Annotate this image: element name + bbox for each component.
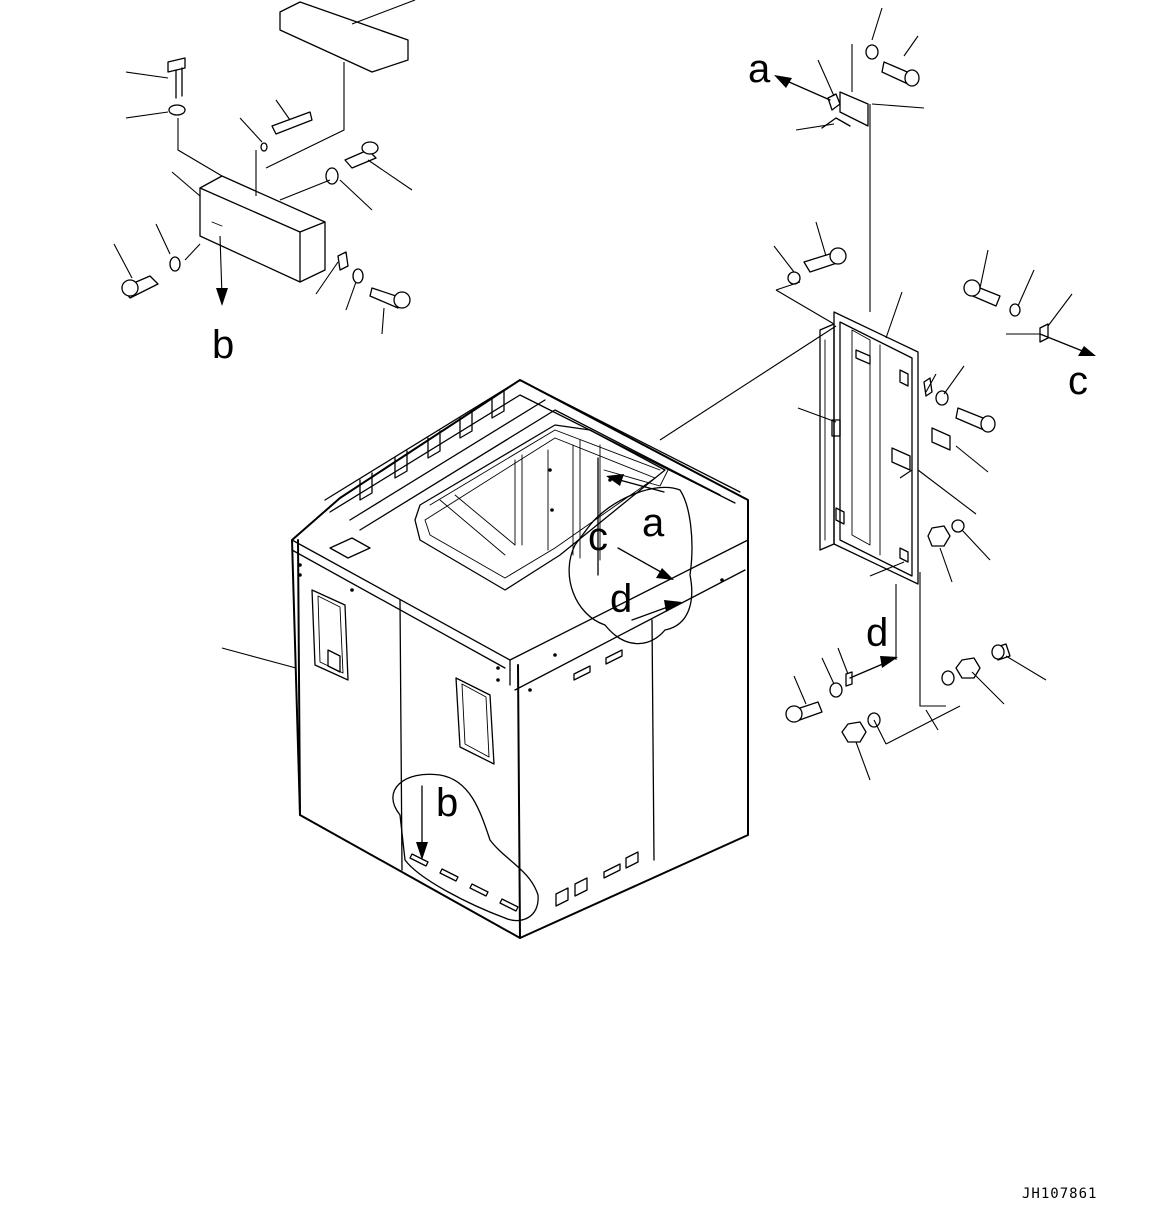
view-label-d-detail: d: [610, 577, 632, 621]
left-bracket-box-assembly: [113, 0, 416, 669]
view-label-b-detail: b: [436, 781, 458, 825]
view-label-d-right: d: [866, 611, 888, 655]
view-label-b-left: b: [212, 323, 234, 367]
drawing-code: JH107861: [1022, 1186, 1098, 1202]
view-arrows: [216, 75, 1096, 860]
view-label-a-detail: a: [642, 501, 665, 545]
view-label-a-top: a: [748, 47, 771, 91]
right-side-panel-assembly: [659, 7, 1073, 781]
bolt-icon: [167, 57, 186, 99]
main-frame-assembly: [291, 379, 749, 939]
view-label-c-detail: c: [588, 515, 608, 559]
view-label-c-right: c: [1068, 359, 1088, 403]
